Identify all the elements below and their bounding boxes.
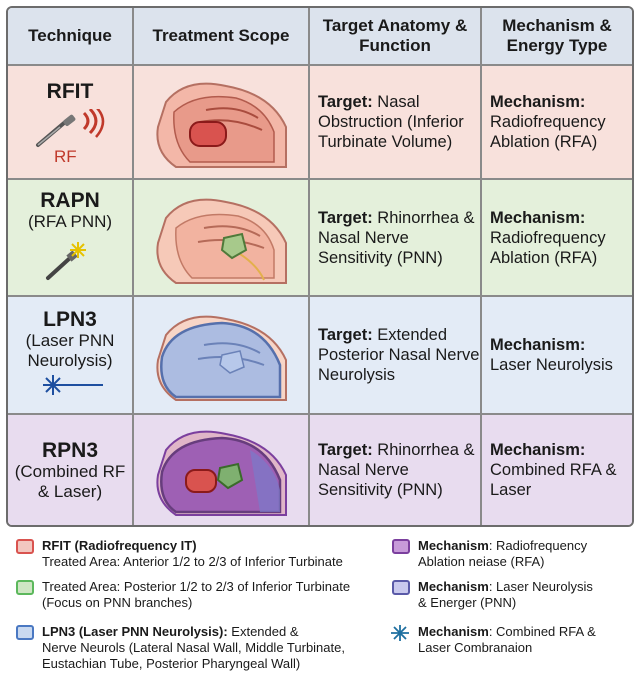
header-mechanism: Mechanism & Energy Type xyxy=(480,8,632,64)
technique-name: RAPN xyxy=(40,188,100,212)
legend: RFIT (Radiofrequency IT) Treated Area: A… xyxy=(0,538,640,683)
technique-name: RFIT xyxy=(46,79,94,103)
legend-text: Laser Combranaion xyxy=(418,640,533,655)
legend-title: RFIT (Radiofrequency IT) xyxy=(42,538,197,553)
mechanism-label: Mechanism: xyxy=(490,441,586,459)
technique-subtitle: (Laser PNN Neurolysis) xyxy=(25,331,115,370)
treatment-zone-red xyxy=(189,121,227,147)
treatment-zone-green xyxy=(216,462,244,490)
legend-text: Nerve Neurols (Lateral Nasal Wall, Middl… xyxy=(42,640,345,655)
legend-item-lpn3: LPN3 (Laser PNN Neurolysis): Extended & … xyxy=(16,624,345,672)
technique-name: LPN3 xyxy=(43,308,97,331)
target-label: Target: xyxy=(318,441,373,459)
mechanism-text: Radiofrequency Ablation (RFA) xyxy=(490,113,606,151)
technique-name: RPN3 xyxy=(41,438,99,462)
technique-cell: LPN3 (Laser PNN Neurolysis) xyxy=(8,297,132,413)
technique-subtitle: (RFA PNN) xyxy=(27,211,113,231)
nasal-anatomy-rpn3 xyxy=(156,430,287,516)
legend-title: Mechanism xyxy=(418,579,489,594)
legend-title: LPN3 (Laser PNN Neurolysis): xyxy=(42,624,228,639)
nasal-anatomy-rapn xyxy=(156,198,287,284)
legend-text: Treated Area: Posterior 1/2 to 2/3 of In… xyxy=(42,579,351,594)
scope-cell xyxy=(132,180,308,295)
target-cell: Target: Extended Posterior Nasal Nerve N… xyxy=(308,297,480,413)
legend-swatch-purple xyxy=(392,539,410,554)
header-scope: Treatment Scope xyxy=(132,8,308,64)
legend-item-mech-laser: Mechanism: Laser Neurolysis & Energer (P… xyxy=(392,579,593,611)
target-label: Target: xyxy=(318,326,373,344)
technique-cell: RPN3 (Combined RF & Laser) xyxy=(8,415,132,525)
header-technique: Technique xyxy=(28,26,112,45)
nasal-anatomy-lpn3 xyxy=(156,315,287,401)
legend-text: & Energer (PNN) xyxy=(418,595,517,610)
legend-swatch-blue xyxy=(16,625,34,640)
legend-text: Extended & xyxy=(227,624,299,639)
table-header: Technique Treatment Scope Target Anatomy… xyxy=(8,8,632,64)
legend-swatch-red xyxy=(16,539,34,554)
target-text: Nasal Obstruction (Inferior Turbinate Vo… xyxy=(318,93,464,151)
scope-cell xyxy=(132,66,308,178)
legend-title: Mechanism xyxy=(418,624,489,639)
legend-swatch-green xyxy=(16,580,34,595)
table-row: LPN3 (Laser PNN Neurolysis) xyxy=(8,295,632,413)
technique-cell: RFIT RF xyxy=(8,66,132,178)
target-cell: Target: Rhinorrhea & Nasal Nerve Sensiti… xyxy=(308,415,480,525)
target-cell: Target: Nasal Obstruction (Inferior Turb… xyxy=(308,66,480,178)
laser-burst-icon xyxy=(388,624,412,642)
target-text: Rhinorrhea & Nasal Nerve Sensitivity (PN… xyxy=(318,441,475,499)
mechanism-label: Mechanism: xyxy=(490,336,586,354)
treatment-zone-red xyxy=(185,469,217,493)
treatment-zone-green xyxy=(220,232,248,259)
header-target: Target Anatomy & Function xyxy=(308,8,480,64)
laser-burst-icon xyxy=(35,373,105,402)
technique-cell: RAPN (RFA PNN) xyxy=(8,180,132,295)
legend-text: Eustachian Tube, Posterior Pharyngeal Wa… xyxy=(42,656,301,671)
mechanism-label: Mechanism: xyxy=(490,93,586,111)
scope-cell xyxy=(132,297,308,413)
legend-item-rfit: RFIT (Radiofrequency IT) Treated Area: A… xyxy=(16,538,343,570)
legend-item-posterior: Treated Area: Posterior 1/2 to 2/3 of In… xyxy=(16,579,350,611)
target-label: Target: xyxy=(318,208,373,227)
target-cell: Target: Rhinorrhea & Nasal Nerve Sensiti… xyxy=(308,180,480,295)
legend-text: : Radiofrequency xyxy=(488,538,588,553)
table-row: RFIT RF T xyxy=(8,64,632,178)
mechanism-cell: Mechanism: Laser Neurolysis xyxy=(480,297,632,413)
scope-cell xyxy=(132,415,308,525)
rf-probe-icon: RF xyxy=(30,105,110,166)
mechanism-cell: Mechanism:Radiofrequency Ablation (RFA) xyxy=(480,180,632,295)
technique-subtitle: (Combined RF & Laser) xyxy=(14,461,126,501)
target-text: Extended Posterior Nasal Nerve Neurolysi… xyxy=(318,326,480,384)
legend-text: (Focus on PNN branches) xyxy=(42,595,193,610)
target-text: Rhinorrhea & Nasal Nerve Sensitivity (PN… xyxy=(318,208,475,267)
legend-text: : Laser Neurolysis xyxy=(488,579,593,594)
mechanism-text: Radiofrequency Ablation (RFA) xyxy=(490,228,606,267)
table-row: RAPN (RFA PNN) xyxy=(8,178,632,295)
rfa-spark-probe-icon xyxy=(40,238,100,287)
mechanism-cell: Mechanism: Combined RFA & Laser xyxy=(480,415,632,525)
legend-item-mech-combined: Mechanism: Combined RFA & Laser Combrana… xyxy=(388,624,596,656)
legend-item-mech-rfa: Mechanism: Radiofrequency Ablation neias… xyxy=(392,538,587,570)
legend-text: Treated Area: Anterior 1/2 to 2/3 of Inf… xyxy=(42,554,343,569)
nasal-anatomy-rfit xyxy=(156,82,287,168)
table-row: RPN3 (Combined RF & Laser) Target: Rhino… xyxy=(8,413,632,525)
legend-swatch-lavender xyxy=(392,580,410,595)
mechanism-label: Mechanism: xyxy=(490,208,586,227)
target-label: Target: xyxy=(318,93,373,111)
mechanism-cell: Mechanism: Radiofrequency Ablation (RFA) xyxy=(480,66,632,178)
legend-text: Ablation neiase (RFA) xyxy=(418,554,545,569)
rf-label: RF xyxy=(54,146,77,166)
mechanism-text: Combined RFA & Laser xyxy=(490,461,617,499)
comparison-table: Technique Treatment Scope Target Anatomy… xyxy=(6,6,634,527)
mechanism-text: Laser Neurolysis xyxy=(490,356,613,374)
legend-title: Mechanism xyxy=(418,538,489,553)
legend-text: : Combined RFA & xyxy=(488,624,596,639)
